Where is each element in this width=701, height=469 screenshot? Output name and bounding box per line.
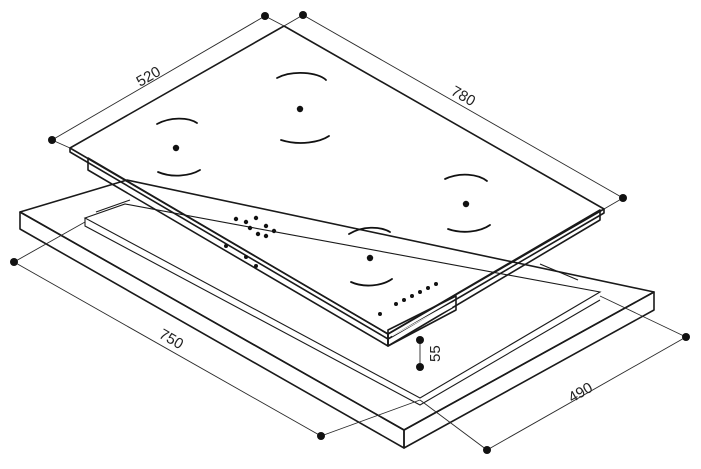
dimension-label-55: 55 <box>427 345 444 362</box>
cooking-zone-left <box>156 117 201 177</box>
dimension-cutout-width: 750 <box>10 221 421 440</box>
dimension-label-520: 520 <box>134 63 164 90</box>
dimension-label-750: 750 <box>156 326 186 353</box>
dimension-height: 55 <box>416 336 444 371</box>
cooking-zone-right <box>444 173 491 233</box>
dimension-top-width: 780 <box>283 11 627 210</box>
vent-grille <box>387 295 457 347</box>
dimension-label-780: 780 <box>448 83 478 110</box>
cooking-zone-front <box>348 226 393 287</box>
countertop-frame <box>19 179 655 449</box>
touch-controls <box>224 215 438 316</box>
dimension-cutout-depth: 490 <box>419 295 690 454</box>
dimension-top-depth: 520 <box>48 12 285 149</box>
cooking-zone-back <box>276 72 330 144</box>
